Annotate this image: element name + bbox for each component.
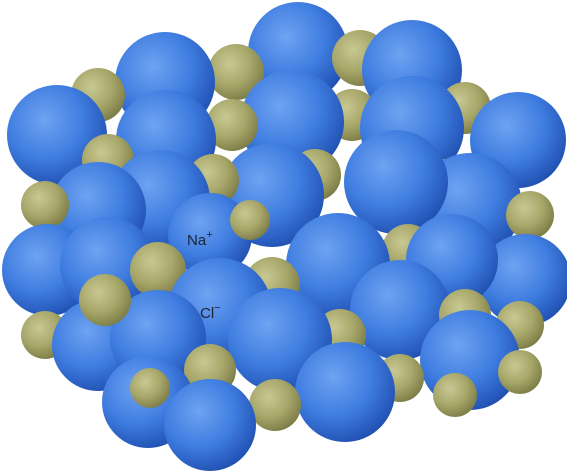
sodium-ion-sphere	[79, 274, 131, 326]
sodium-ion-sphere	[433, 373, 477, 417]
svg-text:Na+: Na+	[187, 229, 213, 249]
chloride-ion-sphere	[479, 234, 567, 326]
sodium-ion-sphere	[130, 242, 186, 298]
chloride-ion-label: Cl−	[200, 302, 221, 322]
chloride-ion-sphere	[295, 342, 395, 442]
chloride-ion-sphere	[350, 260, 450, 360]
sodium-ion-sphere	[498, 350, 542, 394]
chloride-ion-sphere	[344, 130, 448, 234]
sodium-ion-sphere	[249, 379, 301, 431]
svg-text:Cl−: Cl−	[200, 302, 221, 322]
sodium-ion-sphere	[21, 181, 69, 229]
chloride-charge: −	[214, 302, 220, 314]
sodium-ion-sphere	[208, 44, 264, 100]
sodium-ion-sphere	[230, 200, 270, 240]
sodium-charge: +	[206, 229, 212, 241]
sodium-ion-sphere	[130, 368, 170, 408]
chloride-symbol: Cl	[200, 305, 214, 322]
sodium-symbol: Na	[187, 232, 207, 249]
sodium-ion-label: Na+	[187, 229, 213, 249]
sodium-ion-sphere	[206, 99, 258, 151]
sodium-ion-sphere	[506, 191, 554, 239]
chloride-ion-sphere	[164, 379, 256, 471]
